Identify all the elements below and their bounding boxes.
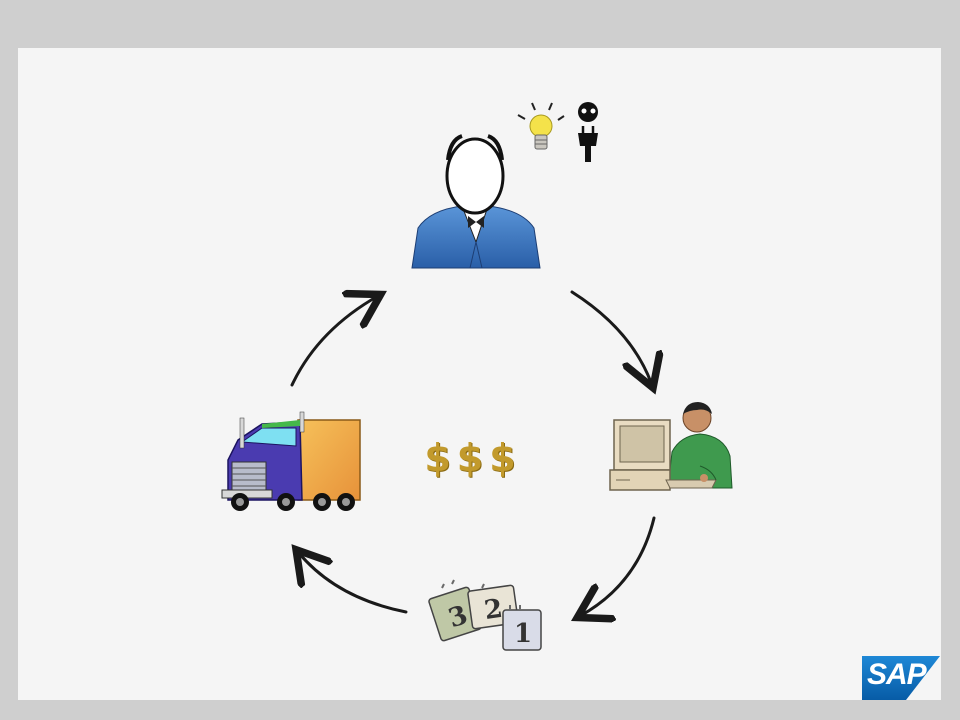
business-owner-icon xyxy=(411,134,541,269)
office-worker-computer-icon xyxy=(609,402,733,491)
calendar-pages-icon: 3 2 1 xyxy=(428,579,542,651)
svg-text:1: 1 xyxy=(514,619,532,649)
light-bulb-icon xyxy=(517,102,565,150)
delivery-truck-icon xyxy=(221,411,361,511)
sap-logo xyxy=(862,656,940,700)
sap-logo-text: SAP xyxy=(867,658,927,691)
currency-symbols: $$$ xyxy=(424,436,522,480)
arrow-truck-to-owner xyxy=(290,296,378,387)
arrow-owner-to-worker xyxy=(570,290,652,385)
svg-text:2: 2 xyxy=(482,594,504,626)
arrow-calendar-to-truck xyxy=(298,552,408,614)
power-plug-icon xyxy=(578,102,598,162)
arrow-worker-to-calendar xyxy=(580,516,656,616)
